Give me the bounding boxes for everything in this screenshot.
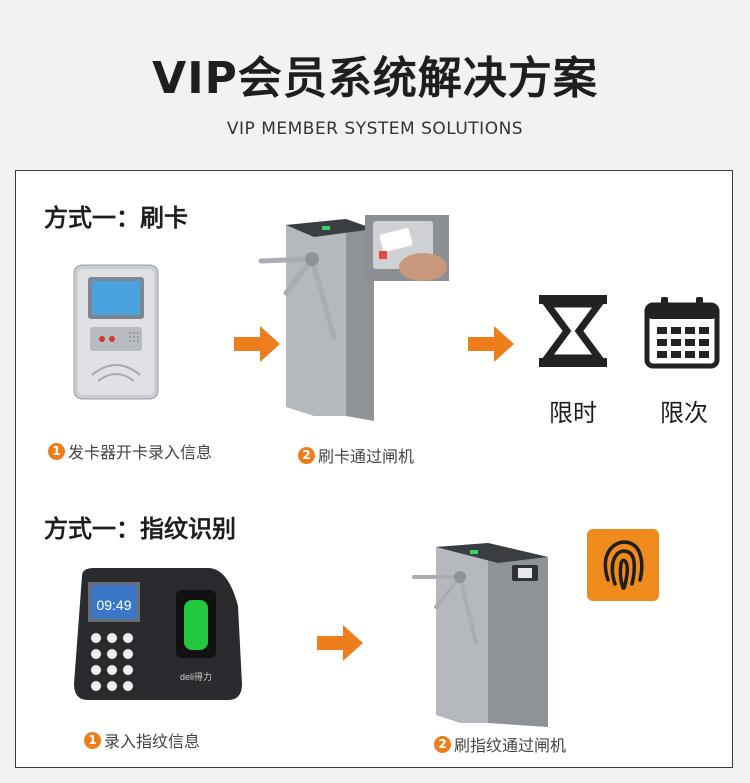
method1-step2-caption: 2 刷卡通过闸机 <box>298 443 414 467</box>
method1-title: 方式一：刷卡 <box>44 204 188 232</box>
page-subtitle: VIP MEMBER SYSTEM SOLUTIONS <box>226 119 524 139</box>
device-clock-text: 09:49 <box>96 597 131 613</box>
method2-step2-caption: 2 刷指纹通过闸机 <box>434 732 566 756</box>
right-arrow-icon <box>234 326 280 362</box>
fingerprint-icon <box>587 529 659 601</box>
fingerprint-device: 09:49 deli得力 <box>74 568 242 700</box>
step-number-badge: 1 <box>48 442 65 460</box>
solutions-panel: 方式一：刷卡 <box>15 170 733 768</box>
card-swipe-photo <box>365 215 449 281</box>
hourglass-icon <box>539 295 607 367</box>
device-brand-label: deli得力 <box>180 671 212 682</box>
method2-title: 方式一：指纹识别 <box>44 515 236 543</box>
step-number-badge: 2 <box>434 735 451 753</box>
limit-count-label: 限次 <box>660 399 708 427</box>
method1-step1-caption: 1 发卡器开卡录入信息 <box>48 439 212 463</box>
step-number-badge: 2 <box>298 446 315 464</box>
method1-step1-label: 发卡器开卡录入信息 <box>68 443 213 462</box>
method1-step2-label: 刷卡通过闸机 <box>318 447 415 466</box>
turnstile-gate <box>412 543 548 727</box>
method2-step1-label: 录入指纹信息 <box>104 732 201 751</box>
card-issuer-device <box>73 264 159 400</box>
limit-time-label: 限时 <box>549 399 597 427</box>
calendar-icon <box>644 297 720 369</box>
right-arrow-icon <box>317 625 363 661</box>
right-arrow-icon <box>468 326 514 362</box>
page-title: VIP会员系统解决方案 <box>152 53 598 104</box>
method2-step2-label: 刷指纹通过闸机 <box>454 736 567 755</box>
method2-step1-caption: 1 录入指纹信息 <box>84 728 200 752</box>
step-number-badge: 1 <box>84 731 101 749</box>
